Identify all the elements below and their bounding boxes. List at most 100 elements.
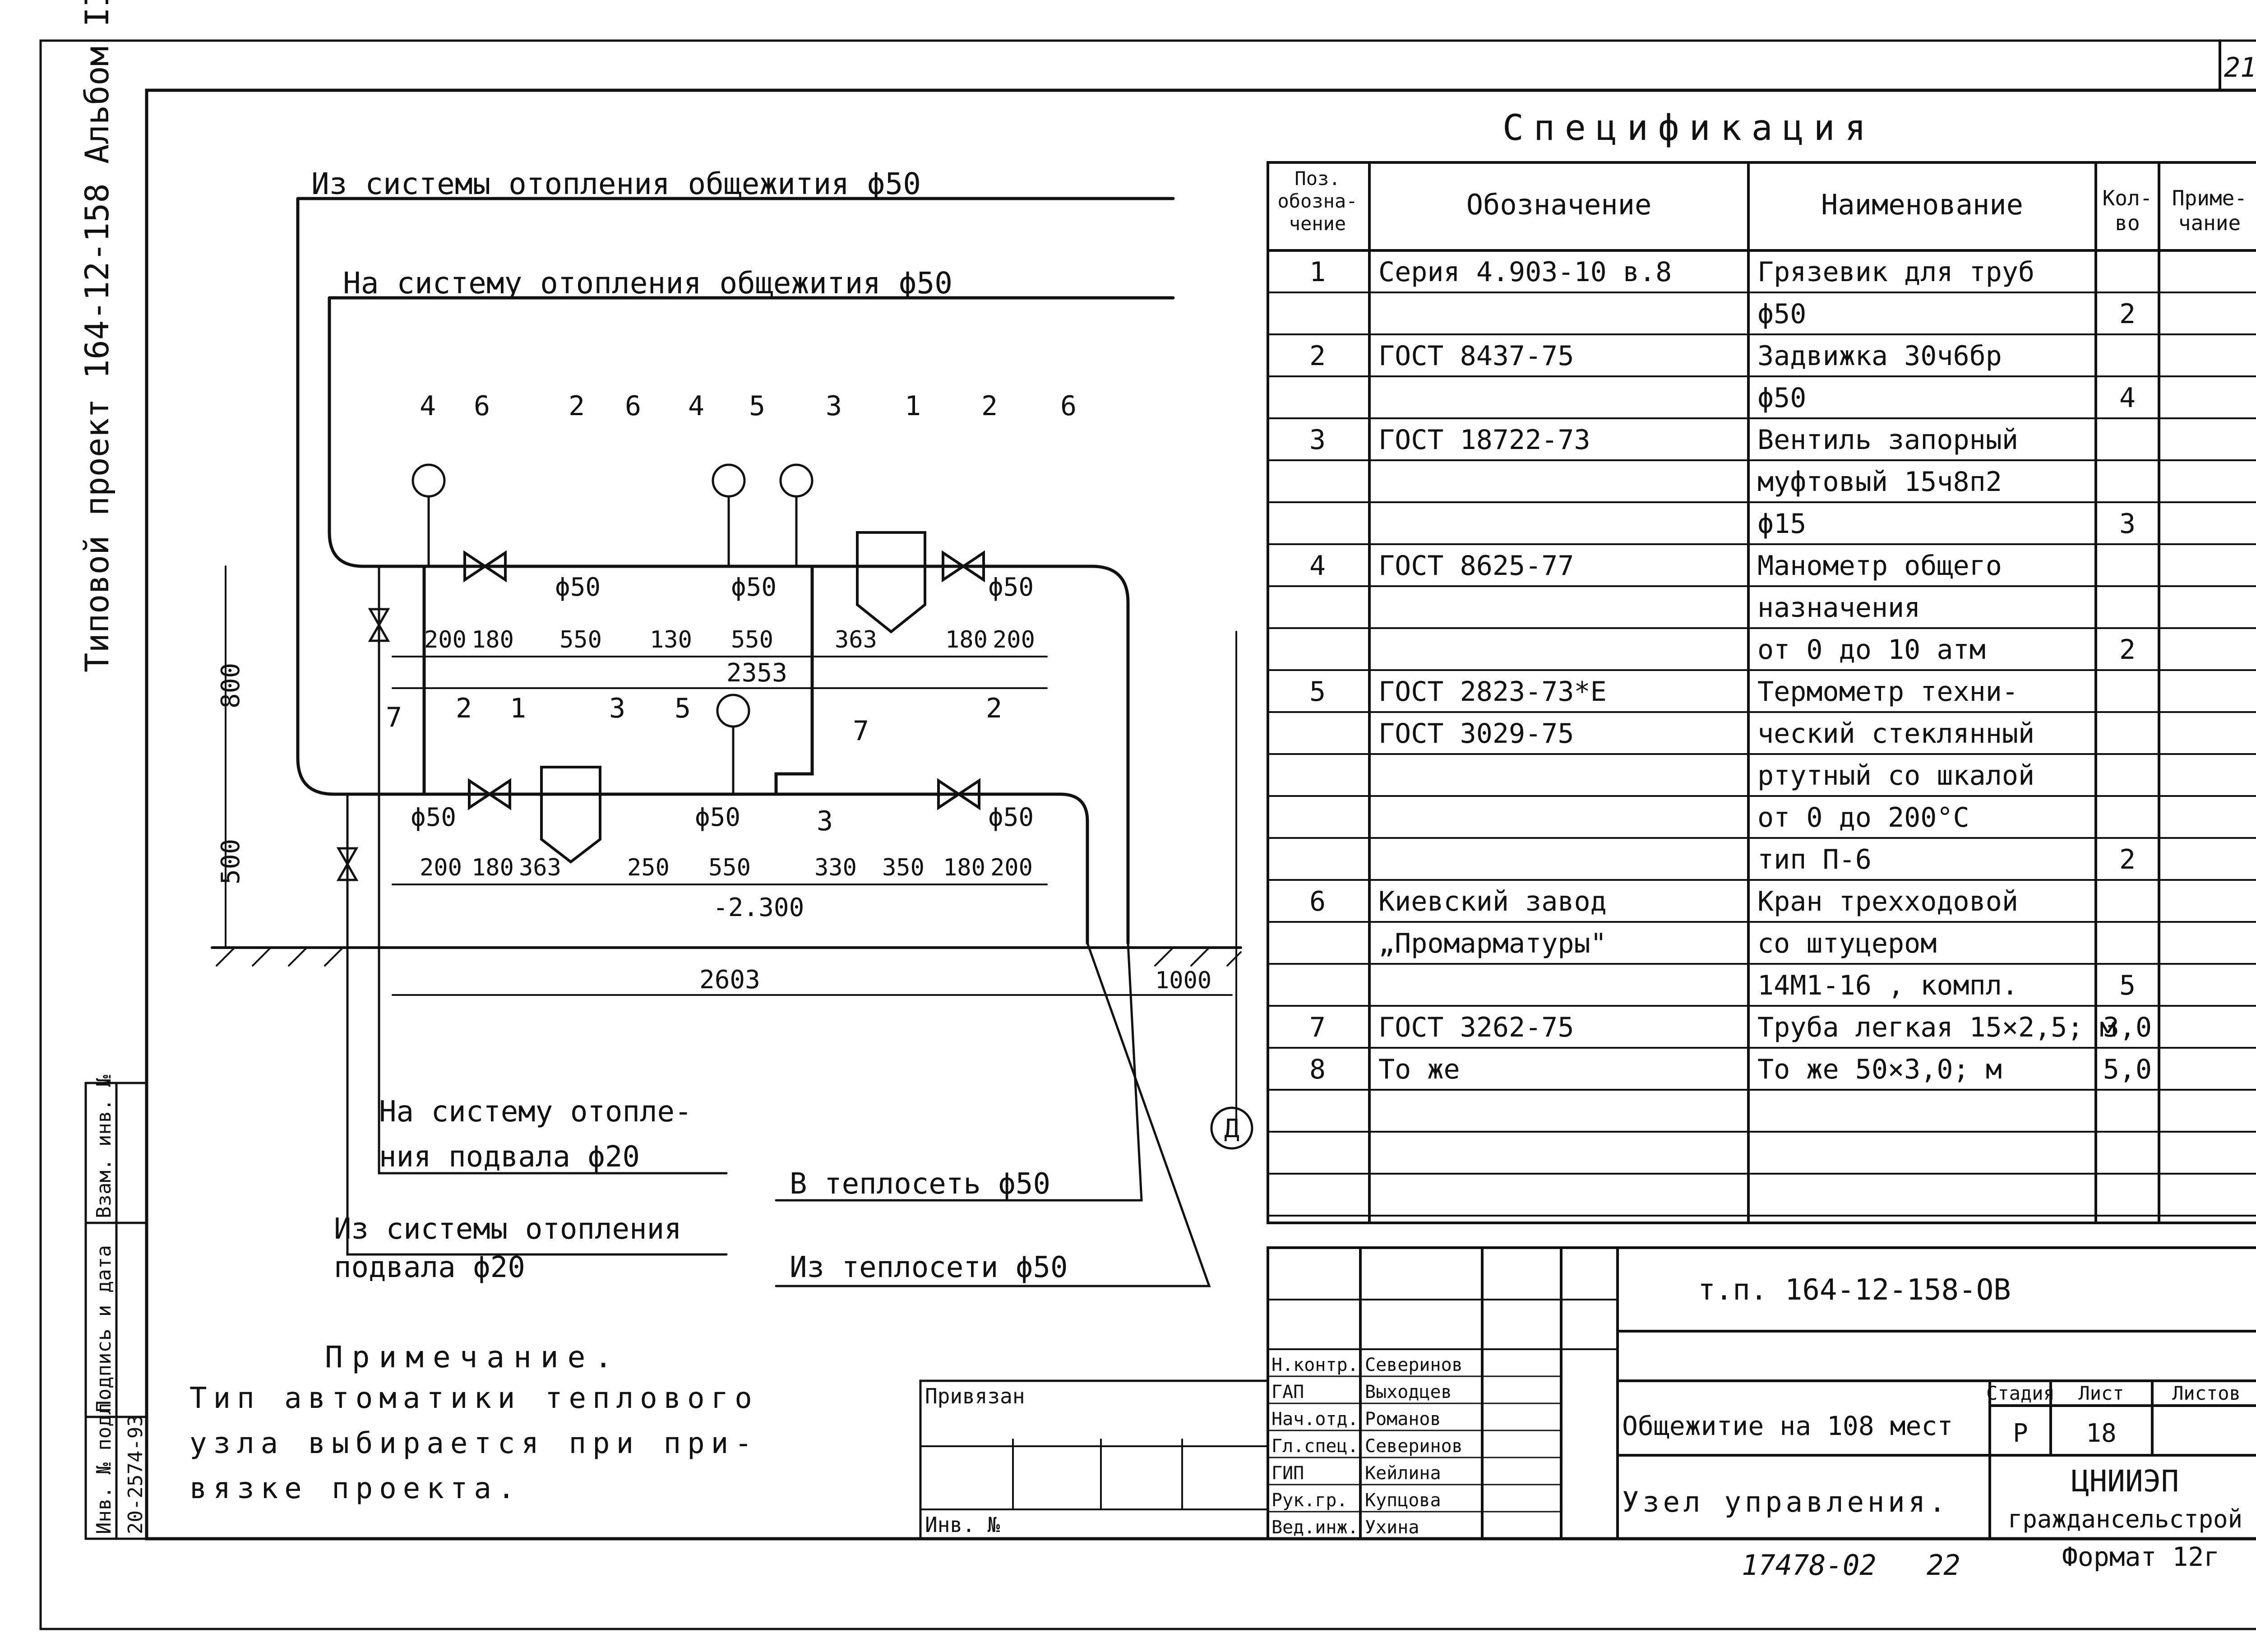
spec-cell-designation: ГОСТ 2823-73*Е (1378, 676, 1607, 708)
tb-sheet-label: Лист (2078, 1382, 2124, 1404)
tb-sheets-label: Листов (2172, 1382, 2241, 1404)
left-stamp (84, 1082, 148, 1540)
sheet-number: 21 (2224, 52, 2256, 83)
dim-top-7: 180 (945, 626, 988, 653)
callout-top-1: 4 (420, 390, 436, 422)
stamp-vzam-inv: Взам. инв. № (92, 1075, 116, 1218)
spec-cell-designation: То же (1378, 1054, 1460, 1085)
spec-cell-name: от 0 до 200°С (1757, 802, 1969, 833)
label-from-basement-1: Из системы отопления (334, 1212, 682, 1246)
stamp-inv-podl: Инв. № подл. (92, 1391, 116, 1534)
tb-sheet: 18 (2086, 1419, 2116, 1448)
label-to-heatnet: В теплосеть ϕ50 (790, 1167, 1050, 1201)
tb-role-name: Выходцев (1365, 1382, 1452, 1402)
callout-top-10: 6 (1060, 390, 1077, 422)
dim-bot-7: 350 (882, 854, 925, 881)
spec-cell-qty: 5,0 (2103, 1054, 2152, 1085)
dia-top-3: ϕ50 (988, 573, 1034, 602)
thermometer-top (779, 463, 814, 498)
dia-bot-1: ϕ50 (411, 803, 456, 832)
spec-cell-designation: Киевский завод (1378, 886, 1607, 917)
valve-left-bot (336, 847, 359, 881)
tb-role: Гл.спец. (1271, 1436, 1359, 1457)
pipe-from-dorm (296, 197, 1175, 796)
dim-top-4: 130 (650, 626, 692, 653)
tb-role: Рук.гр. (1271, 1490, 1348, 1511)
label-to-basement-2: ния подвала ϕ20 (379, 1140, 640, 1174)
spec-cell-qty: 5 (2119, 970, 2136, 1001)
spec-cell-pos: 3 (1309, 424, 1326, 456)
spec-cell-pos: 2 (1309, 340, 1326, 372)
note-title: Примечание. (325, 1340, 621, 1374)
spec-cell-qty: 3,0 (2103, 1012, 2152, 1043)
spec-cell-designation: Серия 4.903-10 в.8 (1378, 256, 1672, 288)
pipe-to-dorm (328, 296, 1175, 568)
callout-top-7: 3 (826, 390, 842, 422)
spec-cell-name: от 0 до 10 атм (1757, 634, 1986, 666)
callout-top-2: 6 (474, 390, 490, 422)
spec-title: Спецификация (1502, 108, 1876, 148)
spec-cell-qty: 2 (2119, 298, 2136, 330)
tb-sheet-title: Узел управления. (1622, 1485, 1949, 1518)
dim-bot-1: 200 (420, 854, 462, 881)
label-from-basement-2: подвала ϕ20 (334, 1251, 525, 1284)
label-to-dorm: На систему отопления общежития ϕ50 (343, 266, 952, 301)
spec-cell-pos: 1 (1309, 256, 1326, 288)
spec-head-name: Наименование (1821, 188, 2023, 221)
callout-mid-4: 5 (675, 693, 691, 724)
callout-mid-1: 2 (456, 693, 472, 724)
note-line-2: узла выбирается при при- (190, 1427, 758, 1460)
dia-top-2: ϕ50 (731, 573, 777, 602)
tb-role: ГИП (1271, 1463, 1304, 1484)
spec-cell-name: Труба легкая 15×2,5; м (1757, 1012, 2116, 1043)
spec-cell-pos: 8 (1309, 1054, 1326, 1085)
mud-trap-bot (540, 766, 601, 864)
spec-table (1267, 161, 2256, 1224)
spec-cell-name: 14М1-16 , компл. (1757, 970, 2018, 1001)
dim-top-8: 200 (993, 626, 1035, 653)
pressure-gauge-2 (712, 463, 746, 498)
valve-left-top (368, 608, 390, 642)
spec-cell-name: тип П-6 (1757, 844, 1872, 875)
spec-cell-name: со штуцером (1757, 928, 1937, 959)
dim-top-total: 2353 (726, 658, 787, 688)
spec-cell-name: муфтовый 15ч8п2 (1757, 466, 2002, 498)
spec-head-note-1: Приме- (2172, 186, 2247, 210)
callout-pipe7-right: 7 (853, 715, 869, 747)
axis-label: Д (1224, 1114, 1239, 1143)
callout-mid-5: 2 (986, 693, 1002, 724)
dim-top-6: 363 (835, 626, 877, 653)
tb-role: ГАП (1271, 1382, 1304, 1402)
spec-cell-pos: 5 (1309, 676, 1326, 708)
footer-page: 22 (1927, 1549, 1960, 1582)
stamp-inv-podl-value: 20-2574-93 (124, 1415, 147, 1534)
top-main-pipe (368, 565, 1130, 945)
thermometer-bot (716, 694, 750, 728)
spec-cell-name: ϕ50 (1757, 382, 1806, 414)
dim-bot-3: 363 (519, 854, 561, 881)
tb-project: Общежитие на 108 мест (1622, 1411, 1953, 1441)
gate-valve-top-1 (463, 550, 507, 583)
tb-role-name: Романов (1365, 1409, 1441, 1430)
spec-cell-pos: 6 (1309, 886, 1326, 917)
spec-cell-qty: 2 (2119, 634, 2136, 666)
tb-role-name: Купцова (1365, 1490, 1441, 1511)
outer-border (39, 39, 2256, 1630)
dim-bot-2: 180 (472, 854, 514, 881)
callout-pipe7-left: 7 (386, 702, 402, 733)
callout-mid-2: 1 (510, 693, 526, 724)
bottom-main-pipe (341, 792, 1089, 945)
spec-cell-name: ϕ15 (1757, 508, 1806, 540)
dim-top-3: 550 (559, 626, 602, 653)
dim-500: 500 (216, 839, 245, 884)
spec-cell-name: ртутный со шкалой (1757, 760, 2034, 791)
spec-cell-designation: ГОСТ 8437-75 (1378, 340, 1574, 372)
spec-cell-name: Кран трехходовой (1757, 886, 2018, 917)
axis-circle (1210, 1106, 1253, 1150)
callout-top-9: 2 (981, 390, 998, 422)
spec-cell-designation: ГОСТ 3029-75 (1378, 718, 1574, 750)
spec-cell-name: Вентиль запорный (1757, 424, 2018, 456)
mud-trap-top (856, 531, 926, 634)
spec-cell-name: Задвижка 30ч6бр (1757, 340, 2002, 372)
spec-cell-pos: 7 (1309, 1012, 1326, 1043)
